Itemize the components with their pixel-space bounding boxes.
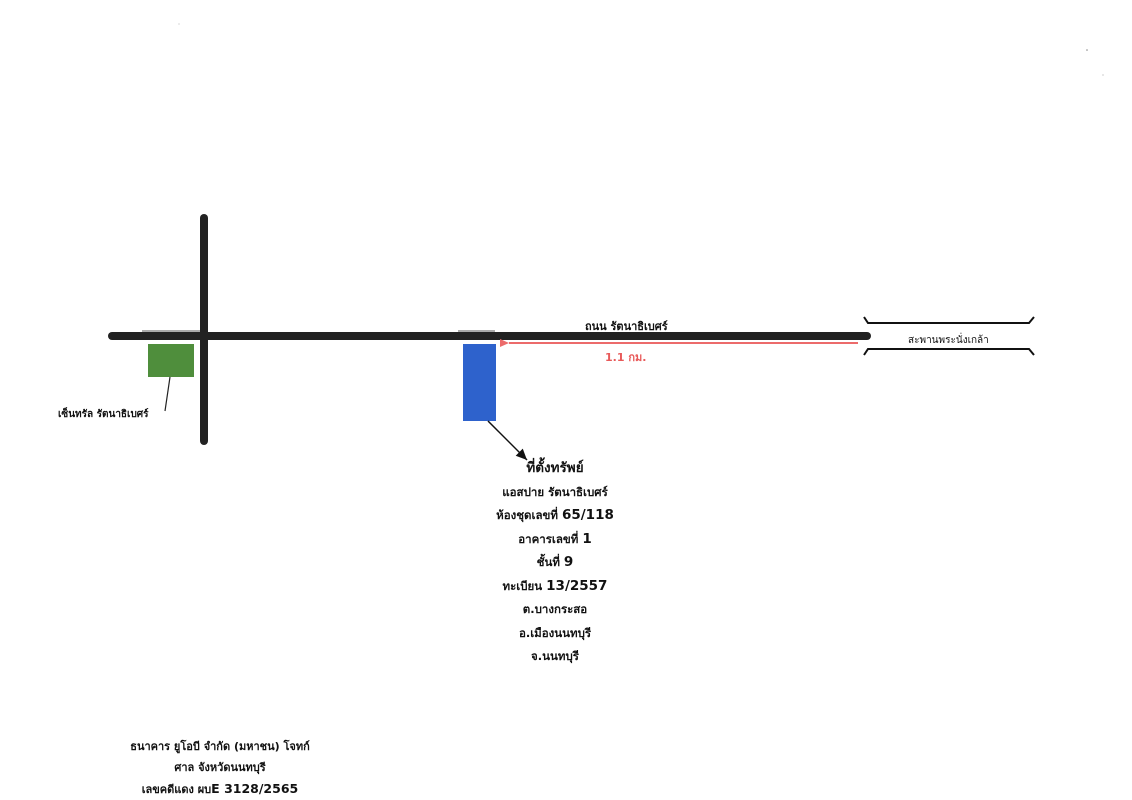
case-footer: ธนาคาร ยูโอบี จำกัด (มหาชน) โจทก์ ศาล จั… — [100, 736, 340, 800]
project-name: แอสปาย รัตนาธิเบศร์ — [502, 484, 608, 499]
bridge-symbol — [863, 316, 1035, 356]
road-name-label: ถนน รัตนาธิเบศร์ — [585, 320, 668, 333]
property-building — [463, 344, 496, 421]
province: จ.นนทบุรี — [531, 649, 579, 663]
building-number: 1 — [582, 530, 592, 547]
building-label: อาคารเลขที่ — [518, 531, 579, 546]
case-label: เลขคดีแดง ผบ — [141, 783, 212, 796]
landmark-central-building — [148, 344, 194, 377]
register-line: ทะเบียน 13/2557 — [470, 575, 640, 599]
distance-label: 1.1 กม. — [605, 351, 647, 364]
case-number: E 3128/2565 — [211, 781, 299, 796]
unit-label: ห้องชุดเลขที่ — [496, 508, 558, 522]
district: อ.เมืองนนทบุรี — [518, 625, 592, 640]
floor-label: ชั้นที่ — [536, 555, 560, 569]
scan-speck — [1086, 49, 1088, 51]
property-details: ที่ตั้งทรัพย์ แอสปาย รัตนาธิเบศร์ ห้องชุ… — [470, 457, 640, 669]
building-line: อาคารเลขที่ 1 — [470, 528, 640, 552]
property-pointer-arrow — [487, 420, 528, 461]
property-heading: ที่ตั้งทรัพย์ — [526, 460, 584, 476]
case-line: เลขคดีแดง ผบE 3128/2565 — [100, 778, 340, 800]
scan-speck — [1102, 74, 1104, 76]
scan-speck — [178, 23, 180, 25]
unit-line: ห้องชุดเลขที่ 65/118 — [470, 504, 640, 528]
court-line: ศาล จังหวัดนนทบุรี — [174, 761, 266, 774]
bridge-label: สะพานพระนั่งเกล้า — [908, 335, 989, 346]
landmark-label: เซ็นทรัล รัตนาธิเบศร์ — [58, 409, 149, 420]
plaintiff-line: ธนาคาร ยูโอบี จำกัด (มหาชน) โจทก์ — [130, 740, 310, 753]
register-number: 13/2557 — [546, 577, 608, 594]
register-label: ทะเบียน — [502, 578, 543, 593]
unit-number: 65/118 — [561, 507, 614, 523]
floor-line: ชั้นที่ 9 — [470, 551, 640, 575]
subdistrict: ต.บางกระสอ — [522, 602, 588, 616]
floor-number: 9 — [563, 554, 574, 570]
landmark-leader-line — [164, 376, 171, 412]
